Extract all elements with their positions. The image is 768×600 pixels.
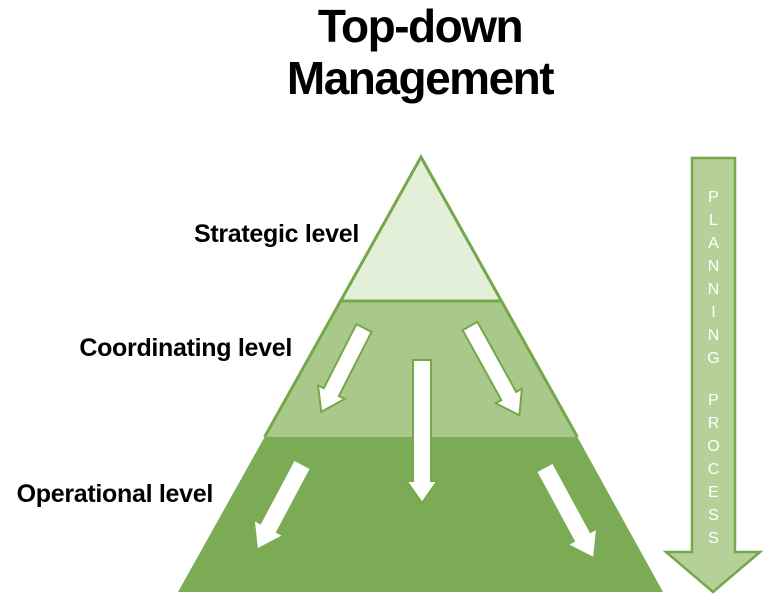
flow-arrow-mid-right-icon [461,320,524,417]
level-label-operational: Operational level [16,480,214,508]
flow-arrow-mid-left-icon [316,322,373,414]
planning-process-arrow-icon [666,158,760,592]
page-title: Top-down Management [72,0,768,104]
level-label-strategic: Strategic level [193,220,359,248]
flow-arrow-bottom-right-icon [537,463,596,557]
page-title-line1: Top-down [317,0,524,52]
flow-arrow-bottom-left-icon [254,461,310,548]
page-title-line2: Management [286,52,555,104]
level-label-coordinating: Coordinating level [79,334,292,362]
planning-process-arrow-outline [662,156,764,594]
flow-arrow-center-icon [404,359,440,505]
pyramid-tier-strategic [340,157,502,301]
pyramid-tier-strategic-outline [338,153,504,303]
